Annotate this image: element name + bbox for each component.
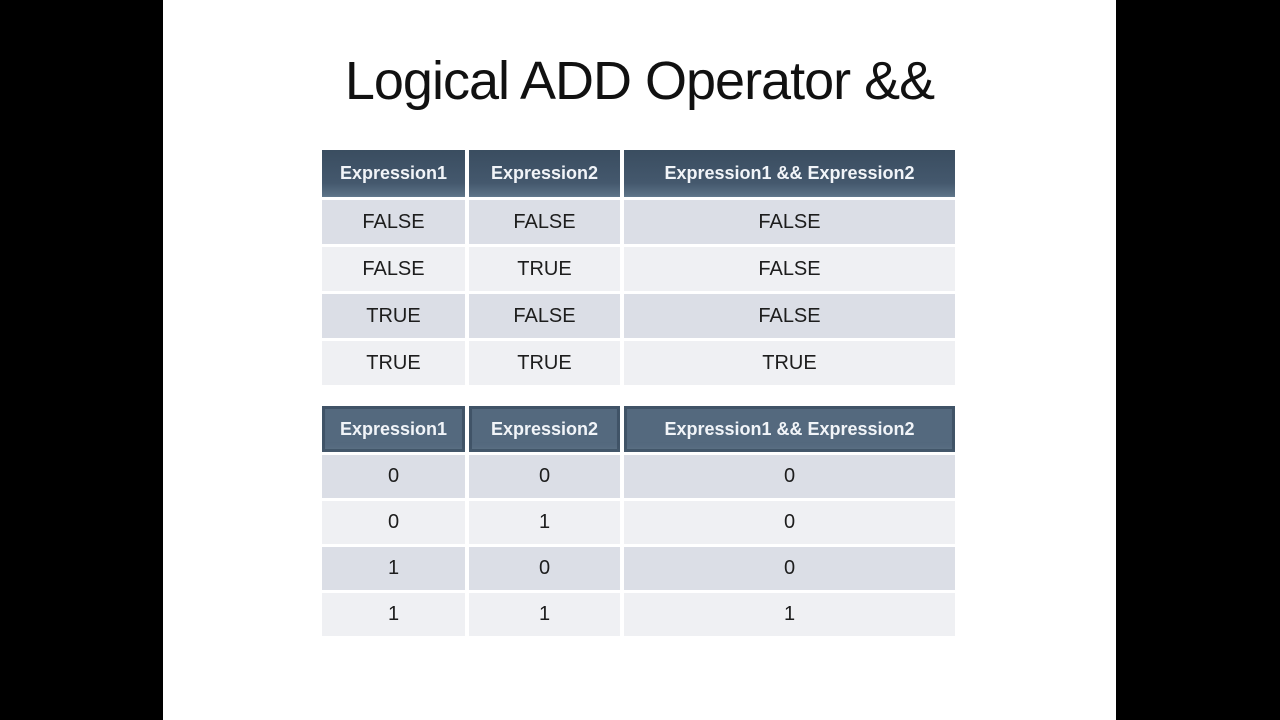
table-cell: FALSE (620, 244, 955, 291)
boolean-truth-table: Expression1 Expression2 Expression1 && E… (322, 150, 955, 385)
table-header-row: Expression1 Expression2 Expression1 && E… (322, 150, 955, 197)
table-cell: 0 (322, 452, 465, 498)
table-row: 0 0 0 (322, 452, 955, 498)
table-cell: FALSE (322, 197, 465, 244)
table-cell: 1 (322, 544, 465, 590)
table-cell: FALSE (620, 197, 955, 244)
table-cell: TRUE (322, 338, 465, 385)
table-cell: 0 (465, 452, 620, 498)
table-cell: TRUE (465, 338, 620, 385)
table-cell: 1 (322, 590, 465, 636)
table-cell: TRUE (620, 338, 955, 385)
table-cell: FALSE (465, 197, 620, 244)
column-header-expression2: Expression2 (465, 150, 620, 197)
table-cell: TRUE (465, 244, 620, 291)
table-cell: 0 (620, 452, 955, 498)
table-cell: 1 (465, 590, 620, 636)
table-cell: FALSE (322, 244, 465, 291)
column-header-expression1: Expression1 (322, 406, 465, 452)
table-cell: 1 (620, 590, 955, 636)
column-header-expression2: Expression2 (465, 406, 620, 452)
slide: Logical ADD Operator && Expression1 Expr… (163, 0, 1116, 720)
table-cell: 0 (322, 498, 465, 544)
table-row: FALSE TRUE FALSE (322, 244, 955, 291)
table-cell: FALSE (465, 291, 620, 338)
binary-truth-table: Expression1 Expression2 Expression1 && E… (322, 406, 955, 636)
column-header-result: Expression1 && Expression2 (620, 150, 955, 197)
table-row: 0 1 0 (322, 498, 955, 544)
table-row: TRUE TRUE TRUE (322, 338, 955, 385)
column-header-expression1: Expression1 (322, 150, 465, 197)
table-header-row: Expression1 Expression2 Expression1 && E… (322, 406, 955, 452)
table-row: TRUE FALSE FALSE (322, 291, 955, 338)
table-row: 1 0 0 (322, 544, 955, 590)
table-cell: FALSE (620, 291, 955, 338)
table-cell: TRUE (322, 291, 465, 338)
table-row: FALSE FALSE FALSE (322, 197, 955, 244)
letterbox-right-bar (1116, 0, 1280, 720)
table-cell: 0 (620, 498, 955, 544)
slide-title: Logical ADD Operator && (344, 51, 935, 111)
letterbox-left-bar (0, 0, 163, 720)
table-cell: 1 (465, 498, 620, 544)
column-header-result: Expression1 && Expression2 (620, 406, 955, 452)
table-cell: 0 (465, 544, 620, 590)
table-row: 1 1 1 (322, 590, 955, 636)
table-cell: 0 (620, 544, 955, 590)
